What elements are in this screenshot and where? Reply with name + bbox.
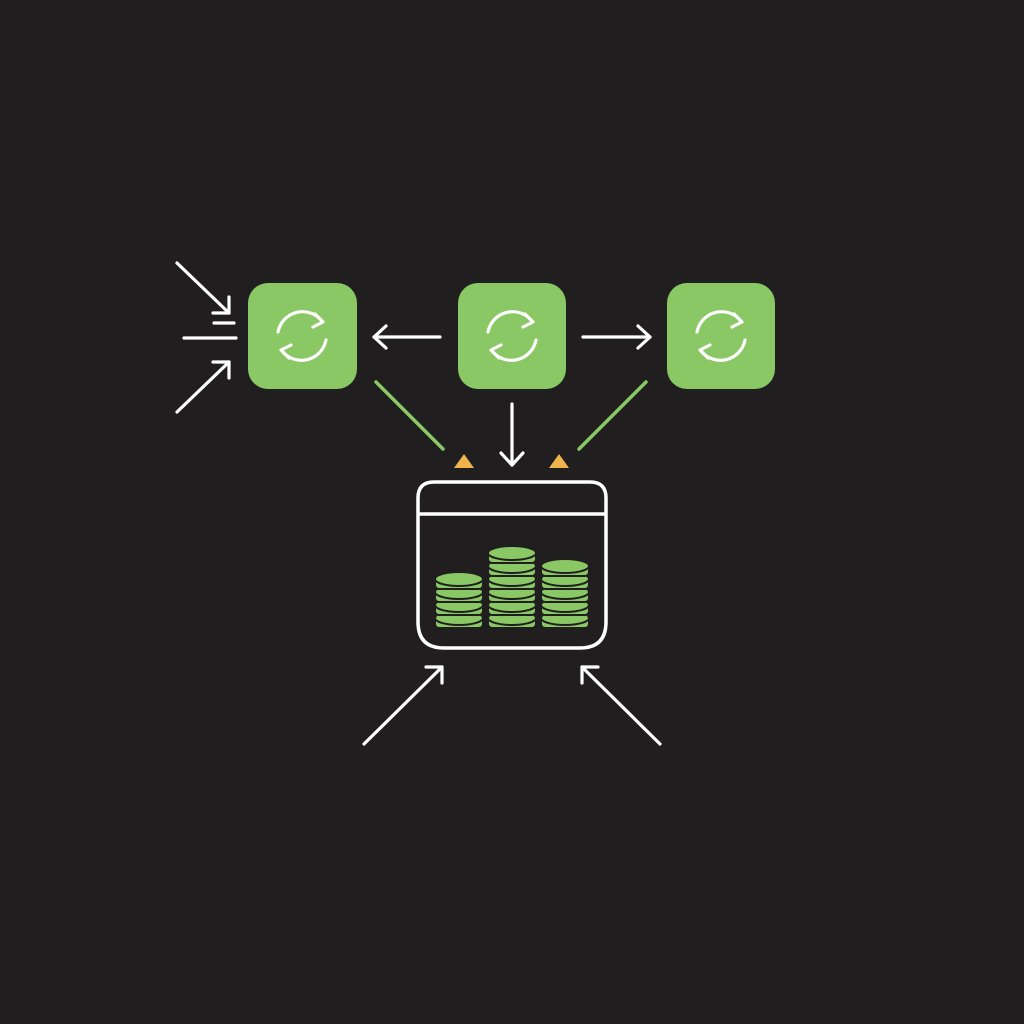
coin bbox=[487, 545, 537, 564]
arrow-center-to-storage bbox=[499, 402, 525, 467]
incoming-arrow-bottom-left bbox=[175, 360, 231, 414]
coin-stacks-icon bbox=[434, 545, 590, 629]
coin-stack bbox=[434, 571, 484, 629]
marker-right bbox=[549, 454, 569, 468]
sync-node-left[interactable] bbox=[248, 283, 357, 389]
coin-storage-window[interactable] bbox=[416, 480, 608, 650]
incoming-arrow-middle-left bbox=[182, 321, 238, 340]
arrow-center-to-left bbox=[372, 324, 442, 350]
incoming-arrow-top-left bbox=[175, 261, 231, 315]
green-connector-right bbox=[577, 380, 648, 451]
coin-stack bbox=[540, 558, 590, 629]
coin bbox=[434, 571, 484, 590]
incoming-arrow-storage-right bbox=[580, 665, 662, 746]
coin-stack bbox=[487, 545, 537, 629]
green-connector-left bbox=[374, 380, 445, 451]
coin bbox=[540, 558, 590, 577]
marker-left bbox=[454, 454, 474, 468]
coin bbox=[540, 584, 590, 603]
arrow-center-to-right bbox=[581, 324, 652, 350]
sync-node-right[interactable] bbox=[667, 283, 775, 389]
sync-node-center[interactable] bbox=[458, 283, 566, 389]
incoming-arrow-storage-left bbox=[362, 665, 444, 746]
